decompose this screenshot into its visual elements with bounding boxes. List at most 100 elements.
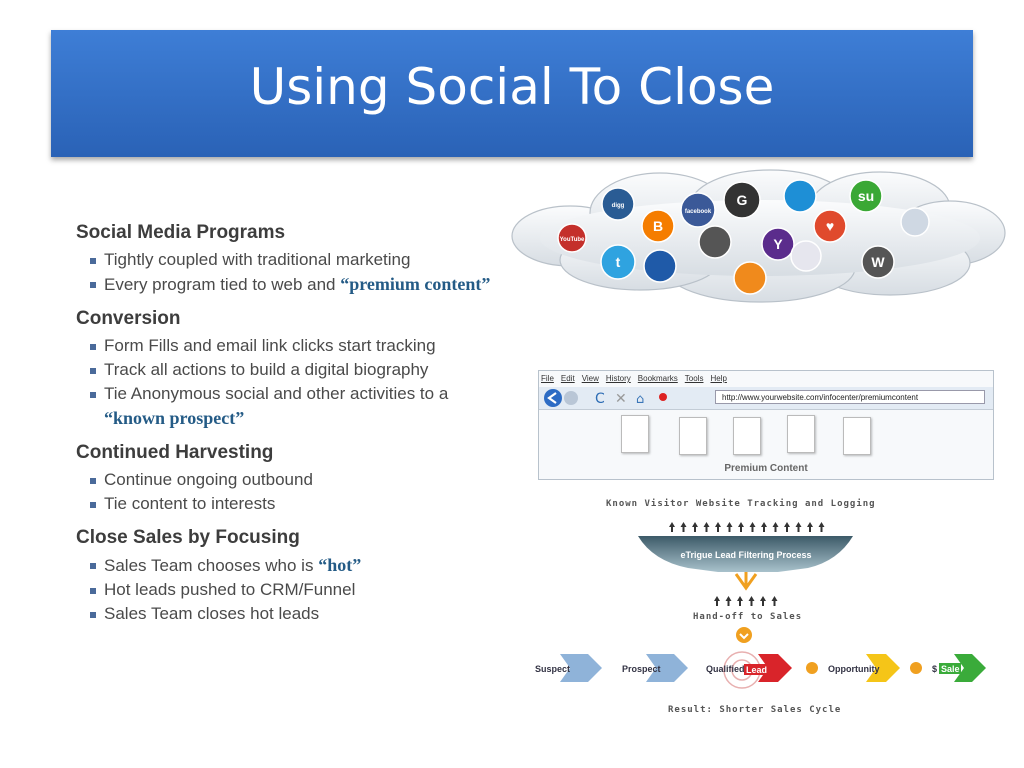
down-arrow-icon [734, 573, 758, 591]
up-arrow-icon [725, 596, 732, 606]
result-caption: Result: Shorter Sales Cycle [668, 705, 842, 715]
bullet: Continue ongoing outbound [90, 468, 536, 492]
bullet: Tie content to interests [90, 492, 536, 516]
blogger-icon: B [641, 209, 675, 243]
down-circle-icon [736, 627, 752, 643]
forward-icon[interactable] [564, 391, 578, 405]
document-thumbnail[interactable] [843, 417, 871, 455]
highlight-text: “hot” [318, 555, 362, 575]
up-arrow-icon [703, 522, 710, 532]
up-arrow-icon [784, 522, 790, 532]
reload-icon[interactable]: C [595, 391, 605, 407]
document-thumbnail[interactable] [621, 415, 649, 453]
opportunity-arrow [866, 654, 900, 682]
stage-lead: Lead [746, 665, 767, 675]
menu-view[interactable]: View [581, 374, 599, 383]
section-conversion: Conversion Form Fills and email link cli… [76, 308, 536, 431]
address-bar[interactable]: http://www.yourwebsite.com/infocenter/pr… [715, 390, 985, 404]
svg-text:Y: Y [773, 236, 783, 252]
svg-text:YouTube: YouTube [560, 237, 585, 243]
menu-bookmarks[interactable]: Bookmarks [637, 374, 678, 383]
menu-help[interactable]: Help [710, 374, 727, 383]
suspect-arrow [560, 654, 602, 682]
lead-funnel: eTrigue Lead Filtering Process [638, 522, 853, 606]
heart-icon: ♥ [813, 209, 847, 243]
step-dot-icon [806, 662, 818, 674]
document-thumbnail[interactable] [733, 417, 761, 455]
bullet: Every program tied to web and “premium c… [90, 272, 536, 297]
stumbleupon-icon: su [849, 179, 883, 213]
sale-arrow [954, 654, 986, 682]
stage-opportunity: Opportunity [828, 664, 880, 674]
slide-body: Social Media Programs Tightly coupled wi… [76, 222, 536, 637]
up-arrow-icon [715, 522, 721, 532]
stop-icon[interactable]: ✕ [615, 391, 627, 407]
myspace-icon [643, 249, 677, 283]
document-thumbnail[interactable] [787, 415, 815, 453]
up-arrow-icon [761, 522, 767, 532]
section-harvesting: Continued Harvesting Continue ongoing ou… [76, 442, 536, 516]
rss-icon [733, 261, 767, 295]
stage-prospect: Prospect [622, 664, 661, 674]
up-arrow-icon [771, 596, 778, 606]
yahoo-icon: Y [761, 227, 795, 261]
bullet: Tie Anonymous social and other activitie… [90, 382, 536, 431]
section-heading: Social Media Programs [76, 222, 286, 243]
menu-tools[interactable]: Tools [684, 374, 704, 383]
menu-edit[interactable]: Edit [560, 374, 575, 383]
section-heading: Continued Harvesting [76, 442, 274, 463]
browser-window: File Edit View History Bookmarks Tools Help C … [538, 370, 994, 480]
bullet: Hot leads pushed to CRM/Funnel [90, 578, 536, 602]
stage-qualified: Qualified [706, 664, 745, 674]
up-arrow-icon [749, 522, 756, 532]
svg-text:su: su [858, 188, 874, 204]
orkut-icon [783, 179, 817, 213]
svg-text:G: G [737, 192, 748, 208]
stage-sale: Sale [941, 664, 960, 674]
up-arrow-icon [692, 522, 698, 532]
svg-text:digg: digg [612, 203, 625, 209]
bullet: Form Fills and email link clicks start t… [90, 334, 536, 358]
up-arrow-icon [772, 522, 779, 532]
title-bar: Using Social To Close [51, 30, 973, 157]
up-arrow-icon [818, 522, 825, 532]
section-close-sales: Close Sales by Focusing Sales Team choos… [76, 527, 536, 626]
bullet: Sales Team closes hot leads [90, 602, 536, 626]
menu-file[interactable]: File [541, 374, 554, 383]
menu-history[interactable]: History [605, 374, 631, 383]
reddit-icon [900, 207, 930, 237]
back-icon[interactable] [544, 389, 562, 407]
highlight-text: “premium content” [340, 274, 491, 294]
browser-toolbar: C ✕ ⌂ http://www.yourwebsite.com/infocen… [539, 387, 993, 410]
funnel-label: eTrigue Lead Filtering Process [680, 550, 811, 560]
svg-text:t: t [616, 254, 621, 270]
facebook-icon: facebook [680, 192, 716, 228]
bullet: Tightly coupled with traditional marketi… [90, 248, 536, 272]
stage-suspect: Suspect [535, 664, 570, 674]
sales-pipeline: Suspect Prospect Qualified Lead Opportun… [535, 651, 986, 689]
google-icon: G [723, 181, 761, 219]
svg-text:♥: ♥ [826, 218, 834, 234]
section-heading: Conversion [76, 308, 181, 329]
slide-title: Using Social To Close [249, 58, 775, 116]
up-arrow-icon [795, 522, 802, 532]
home-icon[interactable]: ⌂ [636, 392, 644, 407]
step-dot-icon [910, 662, 922, 674]
premium-content-caption: Premium Content [724, 463, 808, 474]
twitter-icon: t [600, 244, 636, 280]
document-thumbnail[interactable] [679, 417, 707, 455]
stage-currency: $ [932, 664, 937, 674]
prospect-arrow [646, 654, 688, 682]
up-arrow-icon [807, 522, 813, 532]
up-arrow-icon [737, 596, 743, 606]
section-heading: Close Sales by Focusing [76, 527, 300, 548]
svg-text:B: B [653, 218, 663, 234]
up-arrow-icon [738, 522, 744, 532]
section-social-media: Social Media Programs Tightly coupled wi… [76, 222, 536, 297]
highlight-text: “known prospect” [104, 408, 245, 428]
tracking-caption: Known Visitor Website Tracking and Loggi… [606, 499, 876, 509]
addon-icon[interactable] [659, 393, 667, 401]
up-arrow-icon [726, 522, 733, 532]
handoff-caption: Hand-off to Sales [693, 612, 803, 622]
